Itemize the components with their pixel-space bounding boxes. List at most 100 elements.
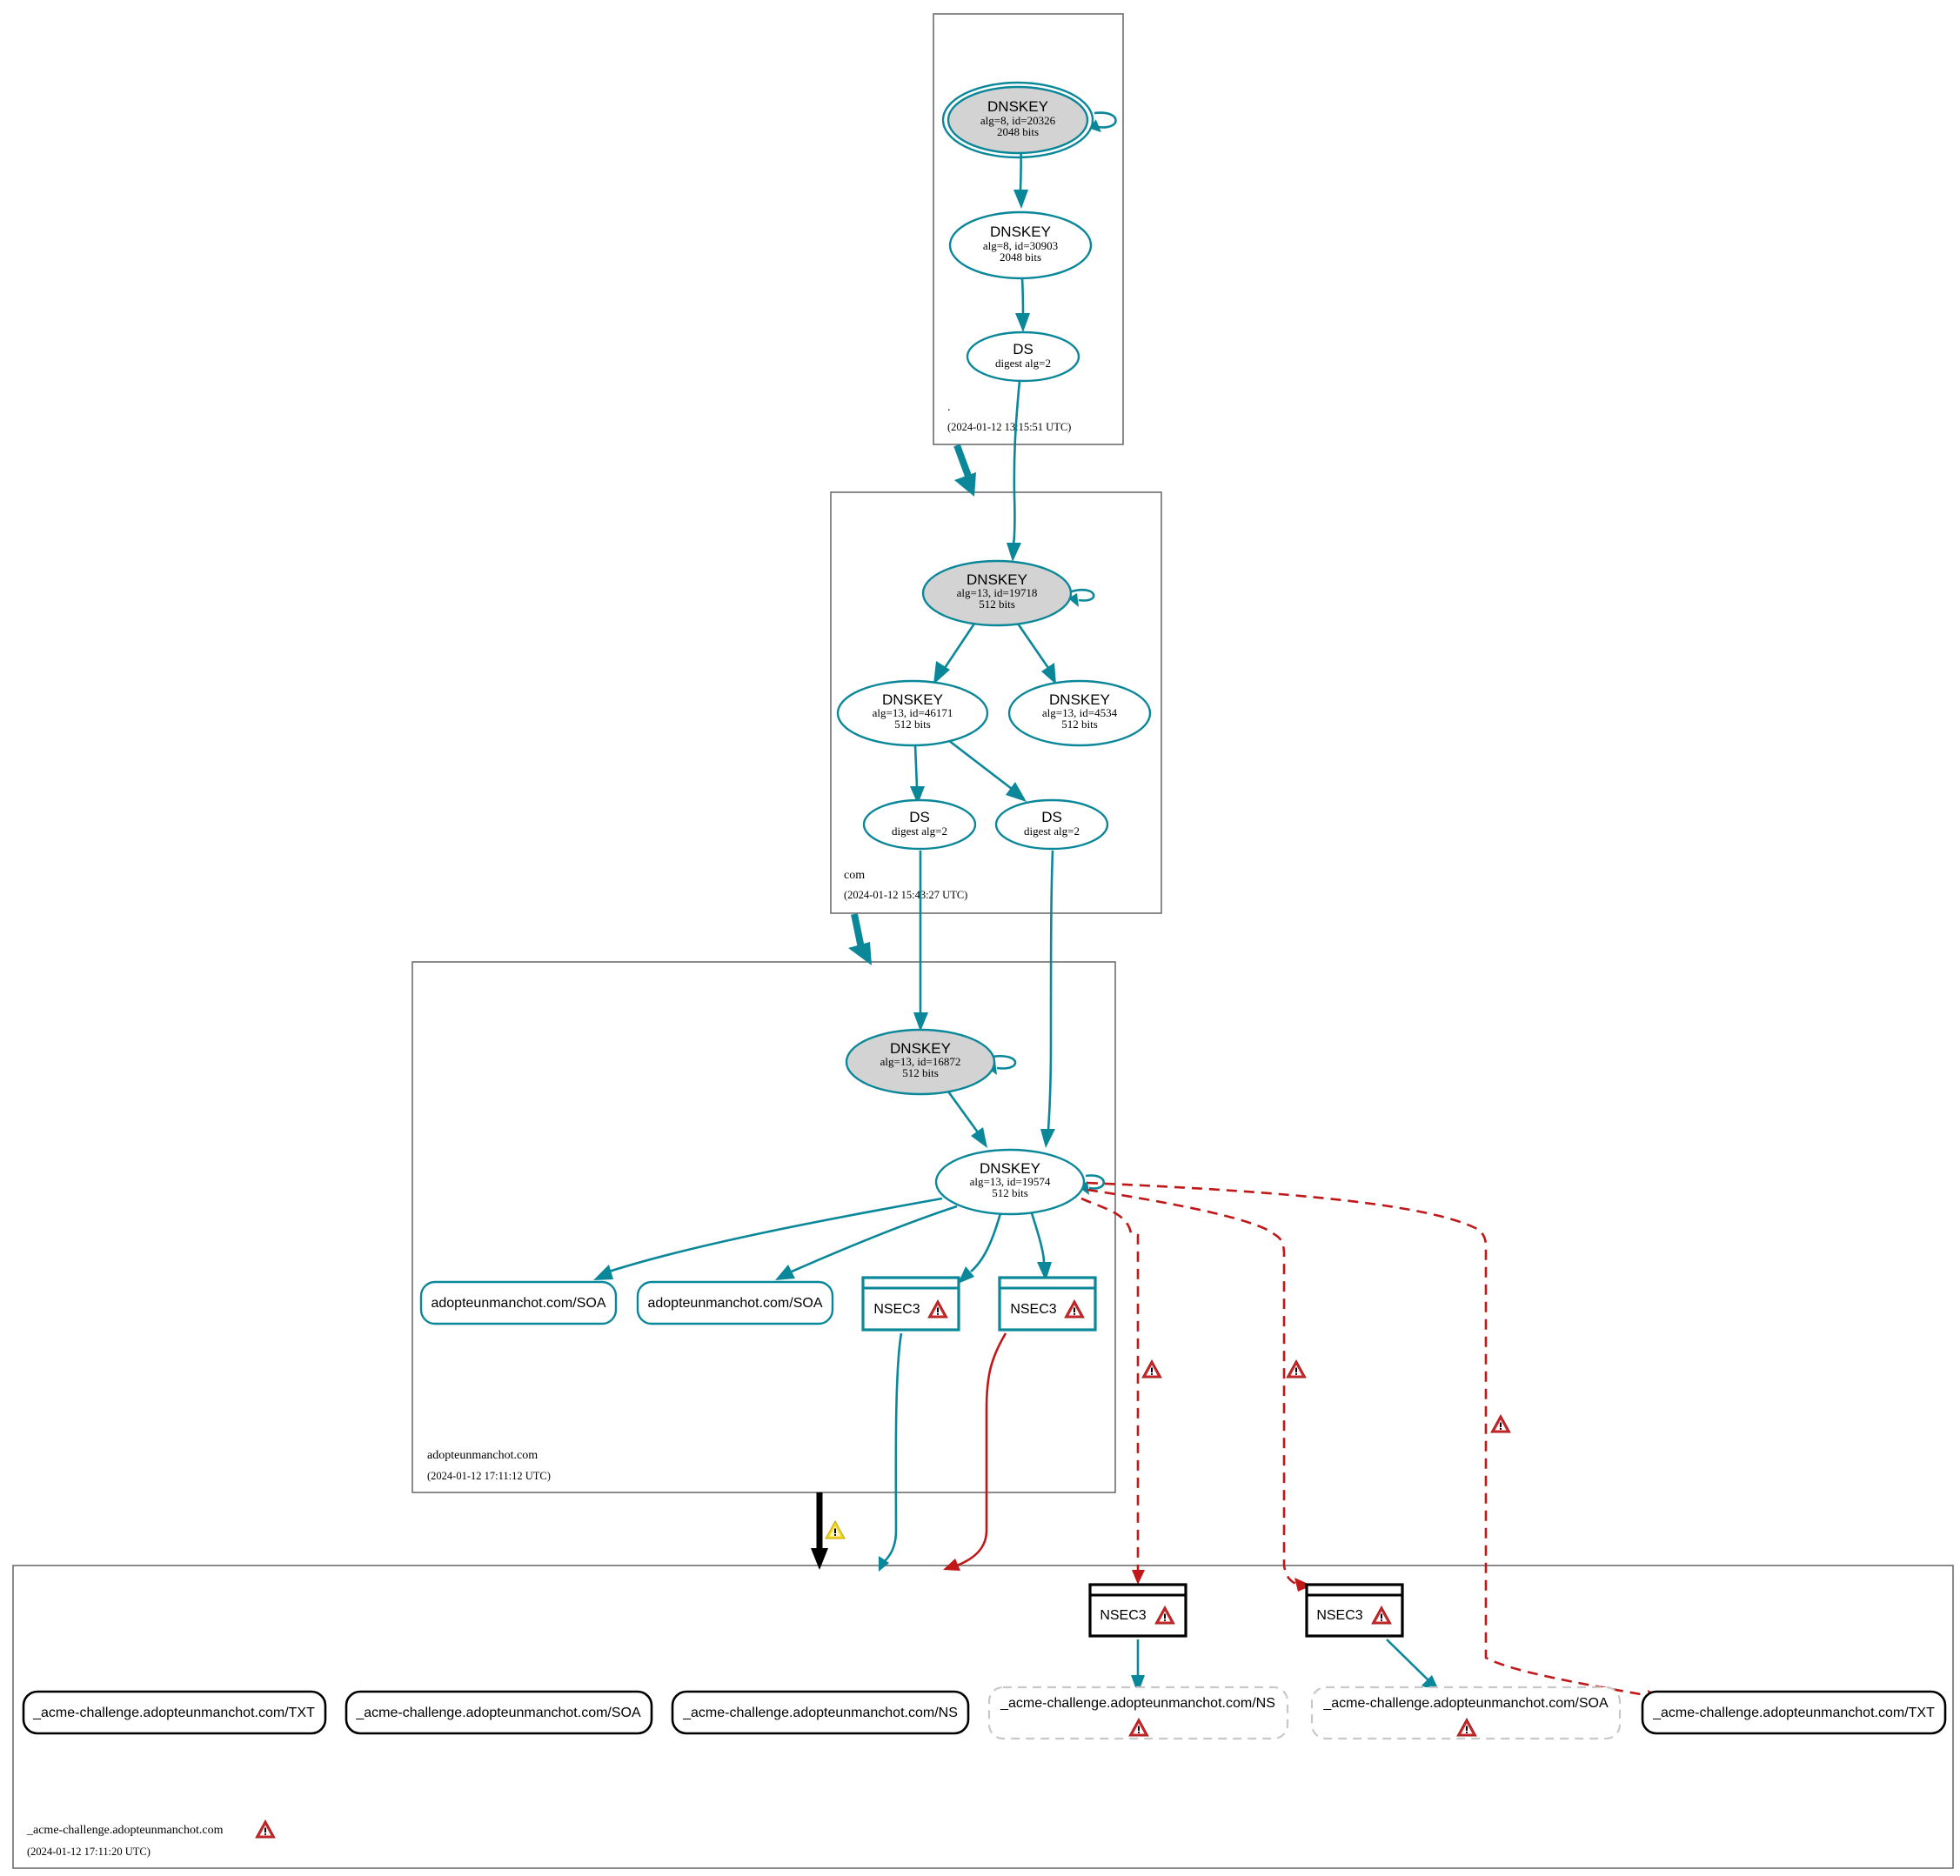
nsec3-label: NSEC3 (873, 1302, 920, 1317)
rrset-acme-soa-nonexistent[interactable]: _acme-challenge.adopteunmanchot.com/SOA (1310, 1686, 1622, 1740)
zone-com-name: com (844, 869, 865, 882)
rrset-label: _acme-challenge.adopteunmanchot.com/SOA (1322, 1696, 1609, 1711)
node-detail: alg=13, id=19718 (957, 586, 1038, 599)
rrset-acme-ns-nonexistent[interactable]: _acme-challenge.adopteunmanchot.com/NS (987, 1686, 1289, 1740)
edge-root-zsk-to-ds (1020, 277, 1025, 316)
zone-root: . (2024-01-12 13:15:51 UTC) (933, 13, 1124, 445)
zone-acme-border (12, 1565, 1954, 1869)
edge-adm-zsk-to-nsec3-1 (970, 1212, 1002, 1272)
arrowhead (879, 1556, 889, 1572)
rrset-shape (1310, 1686, 1622, 1740)
ds-shape (862, 798, 977, 851)
arrowhead (971, 1127, 987, 1148)
node-bits: 2048 bits (997, 125, 1039, 138)
warning-icon[interactable] (1490, 1414, 1511, 1433)
edge-adm-zsk-self (1085, 1174, 1105, 1190)
arrowhead (1068, 593, 1079, 607)
edge-acme-nsec3-2-to-soa (1386, 1639, 1429, 1681)
node-title: DNSKEY (1049, 691, 1110, 708)
edge-root-ksk-self (1094, 111, 1117, 129)
nsec3-adm-1[interactable]: NSEC3 (861, 1276, 960, 1332)
node-title: DNSKEY (882, 691, 943, 708)
arrowhead (1294, 1578, 1312, 1592)
rrset-label: _acme-challenge.adopteunmanchot.com/NS (1000, 1696, 1275, 1711)
zone-com-timestamp: (2024-01-12 15:43:27 UTC) (844, 889, 967, 901)
arrowhead (1132, 1570, 1145, 1585)
node-bits: 512 bits (992, 1186, 1028, 1199)
edge-adm-nsec3-2-to-acme (956, 1332, 1007, 1567)
node-com-ds2[interactable]: DS digest alg=2 (994, 798, 1109, 851)
edge-com-ksk-self (1071, 589, 1095, 602)
warning-icon[interactable] (1286, 1359, 1307, 1379)
node-adm-zsk[interactable]: DNSKEY alg=13, id=19574 512 bits (934, 1148, 1086, 1216)
arrowhead (1007, 543, 1021, 562)
node-adm-ksk[interactable]: DNSKEY alg=13, id=16872 512 bits (845, 1028, 996, 1096)
rrset-shape (671, 1690, 970, 1735)
arrowhead (943, 1559, 960, 1571)
node-detail: alg=8, id=30903 (983, 239, 1058, 252)
nsec3-adm-2[interactable]: NSEC3 (998, 1276, 1097, 1332)
edge-adm-zsk-to-nsec3-2 (1030, 1212, 1046, 1264)
dnskey-shape (1007, 679, 1152, 747)
node-com-zsk1[interactable]: DNSKEY alg=13, id=46171 512 bits (836, 679, 989, 747)
nsec3-shape (1305, 1583, 1404, 1638)
nsec3-acme-1[interactable]: NSEC3 (1088, 1583, 1187, 1638)
zone-com-border (830, 491, 1162, 914)
nsec3-label: NSEC3 (1100, 1608, 1146, 1623)
delegation-warning-icon[interactable] (825, 1520, 846, 1539)
rrset-shape (22, 1690, 327, 1735)
rrset-label: adopteunmanchot.com/SOA (431, 1296, 605, 1311)
rrset-acme-txt-1[interactable]: _acme-challenge.adopteunmanchot.com/TXT (22, 1690, 327, 1735)
zone-acme-warning-icon[interactable] (255, 1819, 276, 1839)
node-com-zsk2[interactable]: DNSKEY alg=13, id=4534 512 bits (1007, 679, 1152, 747)
zone-root-timestamp: (2024-01-12 13:15:51 UTC) (947, 421, 1071, 433)
edge-com-ksk-to-zsk2 (1016, 623, 1050, 669)
warning-icon[interactable] (1141, 1359, 1162, 1379)
dnskey-shape (845, 1028, 996, 1096)
rrset-label: _acme-challenge.adopteunmanchot.com/TXT (1652, 1706, 1935, 1720)
delegation-com-to-adopteunmanchot (851, 913, 865, 949)
nsec3-shape (861, 1276, 960, 1332)
node-detail: alg=13, id=46171 (873, 706, 953, 719)
edge-adm-nsec3-1-to-acme (883, 1332, 903, 1563)
node-title: DNSKEY (890, 1040, 951, 1057)
node-title: DS (1013, 341, 1034, 357)
nsec3-label: NSEC3 (1316, 1608, 1362, 1623)
node-root-zsk[interactable]: DNSKEY alg=8, id=30903 2048 bits (948, 210, 1093, 280)
rrset-label: _acme-challenge.adopteunmanchot.com/SOA (355, 1706, 641, 1720)
edge-com-ds2-to-adm-zsk (1047, 850, 1054, 1132)
node-detail: alg=13, id=19574 (970, 1175, 1051, 1188)
edges (593, 105, 1665, 1703)
edge-com-ksk-to-zsk1 (943, 623, 976, 669)
zone-acme-challenge: _acme-challenge.adopteunmanchot.com (202… (12, 1565, 1954, 1869)
node-detail: alg=13, id=4534 (1042, 706, 1118, 719)
edge-com-zsk1-to-ds1 (913, 744, 919, 788)
arrowhead (954, 472, 976, 497)
rrset-adm-soa-2[interactable]: adopteunmanchot.com/SOA (636, 1280, 834, 1325)
arrowhead (910, 786, 925, 804)
node-title: DNSKEY (990, 224, 1051, 240)
rrset-acme-txt-2[interactable]: _acme-challenge.adopteunmanchot.com/TXT (1641, 1690, 1947, 1735)
node-root-ds[interactable]: DS digest alg=2 (966, 330, 1080, 383)
node-detail: digest alg=2 (995, 357, 1051, 370)
zone-root-border (933, 13, 1124, 445)
node-title: DS (1041, 809, 1062, 825)
arrowhead (1041, 663, 1056, 684)
node-title: DS (909, 809, 930, 825)
nsec3-acme-2[interactable]: NSEC3 (1305, 1583, 1404, 1638)
rrset-acme-soa-1[interactable]: _acme-challenge.adopteunmanchot.com/SOA (345, 1690, 653, 1735)
rrset-shape (1641, 1690, 1947, 1735)
arrowhead (1013, 190, 1028, 209)
zone-adopteunmanchot-timestamp: (2024-01-12 17:11:12 UTC) (427, 1470, 551, 1482)
node-com-ksk[interactable]: DNSKEY alg=13, id=19718 512 bits (921, 559, 1073, 627)
ds-shape (966, 330, 1080, 383)
rrset-shape (636, 1280, 834, 1325)
node-bits: 512 bits (902, 1066, 939, 1079)
rrset-acme-ns-1[interactable]: _acme-challenge.adopteunmanchot.com/NS (671, 1690, 970, 1735)
rrset-adm-soa-1[interactable]: adopteunmanchot.com/SOA (419, 1280, 618, 1325)
zone-adopteunmanchot-name: adopteunmanchot.com (427, 1449, 538, 1462)
edge-adm-ksk-self (991, 1054, 1017, 1070)
node-root-ksk[interactable]: DNSKEY alg=8, id=20326 2048 bits (941, 81, 1094, 159)
node-com-ds1[interactable]: DS digest alg=2 (862, 798, 977, 851)
nsec3-shape (1088, 1583, 1187, 1638)
